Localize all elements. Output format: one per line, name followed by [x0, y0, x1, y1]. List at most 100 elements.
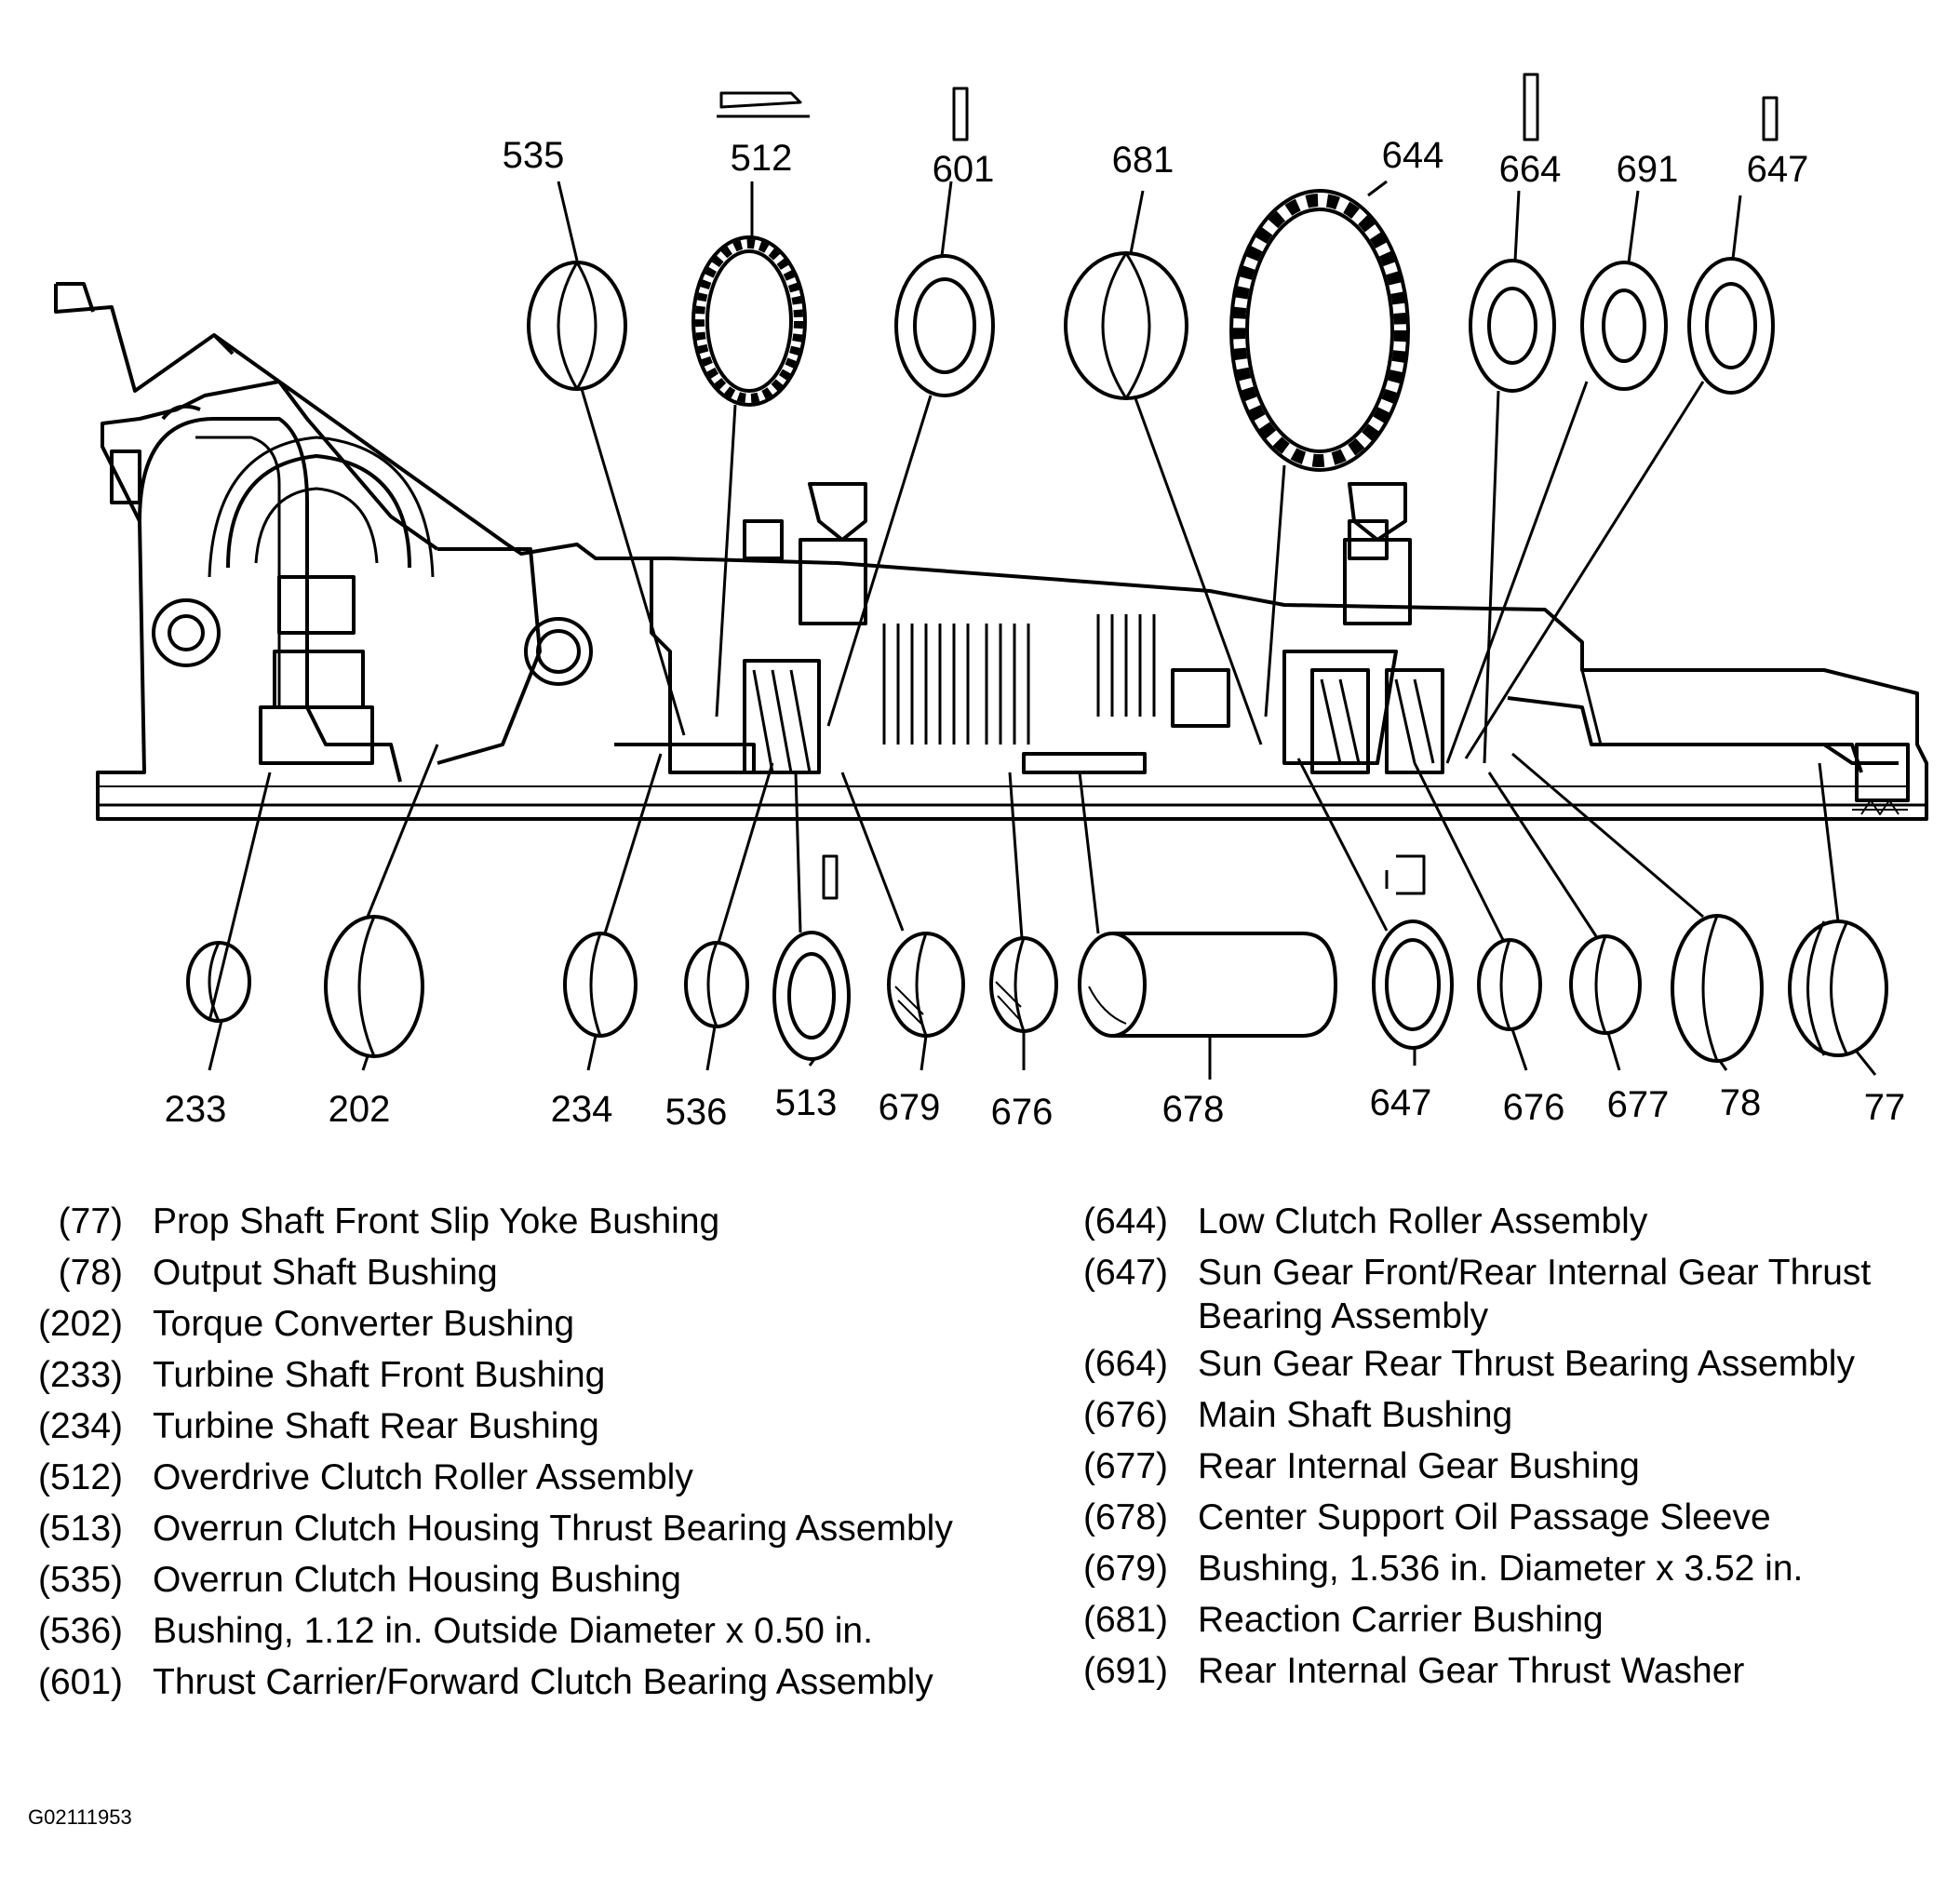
- part-512: [691, 91, 810, 407]
- legend-item: (644) Low Clutch Roller Assembly: [1075, 1196, 1950, 1247]
- callout-202: 202: [329, 1089, 391, 1130]
- legend-text: Main Shaft Bushing: [1198, 1395, 1513, 1435]
- callouts-top: 535 512 601 681 644 664 691 647: [503, 135, 1809, 190]
- legend-item: (691) Rear Internal Gear Thrust Washer: [1075, 1645, 1950, 1697]
- legend-item: (601) Thrust Carrier/Forward Clutch Beari…: [28, 1657, 1061, 1708]
- legend-item: (679) Bushing, 1.536 in. Diameter x 3.52 …: [1075, 1543, 1950, 1594]
- part-678: [1078, 932, 1337, 1038]
- legend-text: Overrun Clutch Housing Thrust Bearing As…: [153, 1509, 953, 1549]
- callout-676-a: 676: [991, 1092, 1054, 1133]
- legend-item: (77)Prop Shaft Front Slip Yoke Bushing: [28, 1196, 1061, 1247]
- legend-num: (513): [37, 1509, 123, 1549]
- legend-text: Turbine Shaft Front Bushing: [153, 1355, 606, 1395]
- part-78: [1671, 914, 1764, 1063]
- legend-item: (536) Bushing, 1.12 in. Outside Diameter …: [28, 1605, 1061, 1657]
- callout-513: 513: [775, 1082, 838, 1123]
- part-77: [1788, 919, 1888, 1057]
- part-233: [186, 941, 251, 1023]
- callout-647-top: 647: [1747, 149, 1809, 190]
- legend-num: (78): [58, 1253, 123, 1293]
- callout-77: 77: [1864, 1087, 1906, 1128]
- legend-num: (679): [1082, 1549, 1168, 1589]
- callout-536: 536: [665, 1092, 728, 1133]
- part-677: [1569, 934, 1642, 1035]
- legend-item: (513) Overrun Clutch Housing Thrust Beari…: [28, 1503, 1061, 1554]
- legend-text: Bushing, 1.12 in. Outside Diameter x 0.5…: [153, 1611, 873, 1651]
- legend-text: Sun Gear Front/Rear Internal Gear Thrust…: [1198, 1253, 1872, 1336]
- legend-num: (77): [58, 1201, 123, 1241]
- callout-677: 677: [1607, 1084, 1670, 1125]
- legend-num: (644): [1082, 1201, 1168, 1241]
- callout-647-bottom: 647: [1370, 1082, 1432, 1123]
- legend-text: Low Clutch Roller Assembly: [1198, 1201, 1648, 1241]
- callout-512: 512: [731, 138, 793, 179]
- legend-text: Overrun Clutch Housing Bushing: [153, 1560, 681, 1600]
- part-647-top: [1687, 96, 1779, 395]
- callout-234: 234: [551, 1089, 613, 1130]
- legend-text: Center Support Oil Passage Sleeve: [1198, 1497, 1771, 1537]
- legend-text: Torque Converter Bushing: [153, 1304, 575, 1344]
- callout-233: 233: [165, 1089, 227, 1130]
- callout-664: 664: [1499, 149, 1562, 190]
- legend-num: (676): [1082, 1395, 1168, 1435]
- callout-691: 691: [1617, 149, 1679, 190]
- legend-item: (664)Sun Gear Rear Thrust Bearing Assemb…: [1075, 1338, 1950, 1389]
- part-691: [1580, 261, 1668, 391]
- legend-text: Thrust Carrier/Forward Clutch Bearing As…: [153, 1662, 933, 1702]
- figure-id: G02111953: [28, 1805, 132, 1829]
- legend-item: (234) Turbine Shaft Rear Bushing: [28, 1401, 1061, 1452]
- legend-text: Bushing, 1.536 in. Diameter x 3.52 in.: [1198, 1549, 1804, 1589]
- legend-num: (691): [1082, 1651, 1168, 1691]
- legend-text: Output Shaft Bushing: [153, 1253, 498, 1293]
- part-513: [772, 854, 851, 1061]
- legend-num: (536): [37, 1611, 123, 1651]
- part-681: [1064, 251, 1188, 400]
- legend-num: (677): [1082, 1446, 1168, 1486]
- legend-num: (678): [1082, 1497, 1168, 1537]
- callout-679: 679: [879, 1087, 941, 1128]
- legend-item: (678) Center Support Oil Passage Sleeve: [1075, 1492, 1950, 1543]
- legend-num: (647): [1082, 1253, 1168, 1293]
- legend-num: (681): [1082, 1600, 1168, 1640]
- legend-text: Reaction Carrier Bushing: [1198, 1600, 1604, 1640]
- legend-num: (202): [37, 1304, 123, 1344]
- part-234: [563, 932, 638, 1038]
- legend-text: Rear Internal Gear Bushing: [1198, 1446, 1640, 1486]
- callout-678: 678: [1162, 1089, 1225, 1130]
- legend-item: (202) Torque Converter Bushing: [28, 1298, 1061, 1349]
- part-535: [527, 261, 627, 391]
- callout-78: 78: [1720, 1082, 1762, 1123]
- legend-text: Overdrive Clutch Roller Assembly: [153, 1457, 693, 1497]
- legend-text: Turbine Shaft Rear Bushing: [153, 1406, 599, 1446]
- callout-681: 681: [1112, 140, 1175, 181]
- callout-601: 601: [933, 149, 995, 190]
- part-601: [894, 87, 995, 397]
- part-679: [887, 932, 965, 1038]
- part-664: [1469, 73, 1556, 393]
- legend-item: (677) Rear Internal Gear Bushing: [1075, 1441, 1950, 1492]
- part-676-b: [1477, 938, 1542, 1031]
- legend-item: (78) Output Shaft Bushing: [28, 1247, 1061, 1298]
- legend-left: (77)Prop Shaft Front Slip Yoke Bushing (…: [28, 1196, 1061, 1708]
- legend-item: (233)Turbine Shaft Front Bushing: [28, 1349, 1061, 1401]
- legend-item: (676) Main Shaft Bushing: [1075, 1389, 1950, 1441]
- callout-676-b: 676: [1503, 1087, 1565, 1128]
- legend-item: (647) Sun Gear Front/Rear Internal Gear T…: [1075, 1247, 1950, 1338]
- callout-644: 644: [1382, 135, 1444, 176]
- callouts-bottom: 233 202 234 536 513 679 676 678 647 676 …: [165, 1082, 1906, 1133]
- transmission-housing: [54, 282, 1928, 821]
- legend-item: (681) Reaction Carrier Bushing: [1075, 1594, 1950, 1645]
- transmission-diagram: 535 512 601 681 644 664 691 647 233 202 …: [54, 73, 1928, 1133]
- legend-text: Rear Internal Gear Thrust Washer: [1198, 1651, 1745, 1691]
- legend-num: (512): [37, 1457, 123, 1497]
- callout-535: 535: [503, 135, 565, 176]
- legend-right: (644) Low Clutch Roller Assembly (647) Sun…: [1075, 1196, 1950, 1697]
- part-676-a: [989, 936, 1058, 1033]
- legend-num: (601): [37, 1662, 123, 1702]
- part-644: [1229, 189, 1410, 472]
- part-536: [684, 941, 749, 1028]
- legend-num: (234): [37, 1406, 123, 1446]
- legend-text: Sun Gear Rear Thrust Bearing Assembly: [1198, 1344, 1855, 1384]
- legend-item: (535)Overrun Clutch Housing Bushing: [28, 1554, 1061, 1605]
- part-647-bottom: [1372, 854, 1454, 1050]
